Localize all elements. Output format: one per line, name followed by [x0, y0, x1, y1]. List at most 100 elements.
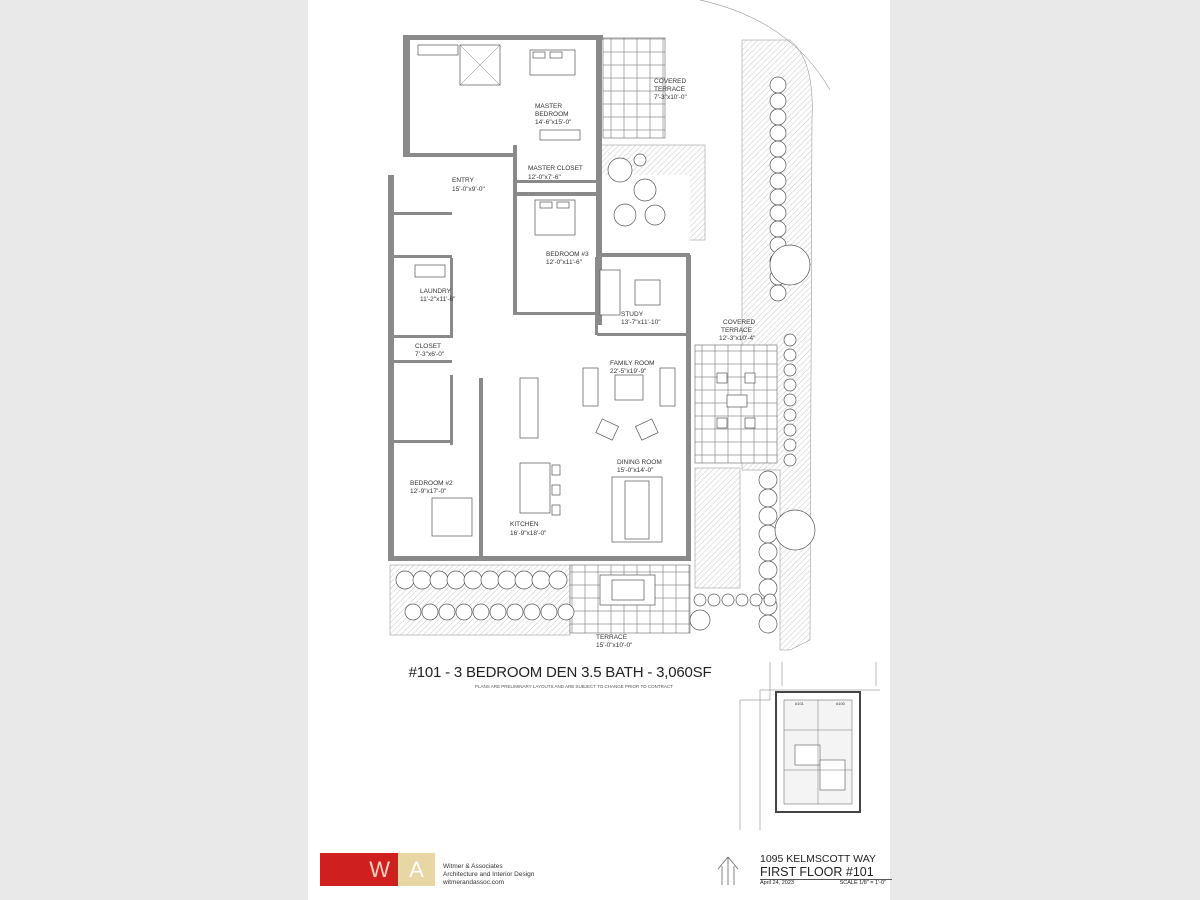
firm-name: Witmer & Associates [443, 863, 503, 870]
room-label: MASTER CLOSET [528, 165, 583, 172]
trees [395, 76, 816, 634]
tree-symbol [463, 570, 483, 590]
garden-bed-right [694, 467, 741, 589]
svg-text:13'-7"x11'-10": 13'-7"x11'-10" [621, 319, 661, 326]
tree-symbol [721, 593, 735, 607]
tree-symbol [783, 378, 797, 392]
tree-symbol [769, 76, 787, 94]
tree-symbol [783, 408, 797, 422]
svg-text:BEDROOM: BEDROOM [535, 111, 569, 118]
tree-symbol [514, 570, 534, 590]
svg-text:TERRACE: TERRACE [721, 327, 753, 334]
tree-symbol [769, 156, 787, 174]
logo-a: A [398, 853, 435, 886]
svg-text:#100: #100 [836, 701, 846, 706]
tree-symbol [455, 603, 473, 621]
terrace-label: TERRACE [596, 634, 628, 641]
title-block: 1095 KELMSCOTT WAY FIRST FLOOR #101 Apri… [760, 853, 892, 886]
svg-text:14'-6"x15'-0": 14'-6"x15'-0" [535, 119, 572, 126]
tree-symbol [446, 570, 466, 590]
svg-text:15'-0"x10'-0": 15'-0"x10'-0" [596, 642, 633, 649]
tree-symbol [506, 603, 524, 621]
tree-symbol [758, 488, 778, 508]
svg-text:11'-2"x11'-6": 11'-2"x11'-6" [420, 296, 456, 303]
tree-symbol [412, 570, 432, 590]
room-label: FAMILY ROOM [610, 360, 655, 367]
tree-symbol [783, 423, 797, 437]
street-address: 1095 KELMSCOTT WAY [760, 853, 876, 865]
tree-symbol [480, 570, 500, 590]
tree-symbol [783, 333, 797, 347]
tree-symbol [769, 244, 811, 286]
svg-text:7'-3"x10'-0": 7'-3"x10'-0" [654, 94, 687, 101]
tree-symbol [735, 593, 749, 607]
tree-symbol [758, 524, 778, 544]
tree-symbol [421, 603, 439, 621]
tree-symbol [769, 220, 787, 238]
tree-symbol [758, 506, 778, 526]
north-arrow-icon [717, 856, 739, 885]
tree-symbol [763, 593, 777, 607]
plan-title: #101 - 3 BEDROOM DEN 3.5 BATH - 3,060SF [408, 664, 712, 681]
firm-tagline: Architecture and Interior Design [443, 871, 535, 878]
tree-symbol [633, 153, 647, 167]
tree-symbol [783, 393, 797, 407]
tree-symbol [644, 204, 666, 226]
room-label: CLOSET [415, 343, 441, 350]
property-arc [699, 0, 831, 91]
tree-symbol [523, 603, 541, 621]
tree-symbol [497, 570, 517, 590]
tree-symbol [689, 609, 711, 631]
room-label: BEDROOM #3 [546, 251, 589, 258]
svg-text:16'-9"x18'-0": 16'-9"x18'-0" [510, 530, 547, 537]
svg-text:12'-3"x10'-4": 12'-3"x10'-4" [719, 335, 756, 342]
tree-symbol [613, 203, 637, 227]
tree-symbol [783, 453, 797, 467]
tree-symbol [783, 363, 797, 377]
tree-symbol [749, 593, 763, 607]
plan-scale: SCALE 1/8" = 1'-0" [839, 880, 886, 886]
tree-symbol [633, 178, 657, 202]
tree-symbol [693, 593, 707, 607]
tree-symbol [404, 603, 422, 621]
svg-text:#101: #101 [795, 701, 805, 706]
tree-symbol [557, 603, 575, 621]
tree-symbol [395, 570, 415, 590]
room-label: MASTER [535, 103, 562, 110]
floor-unit: FIRST FLOOR #101 [760, 865, 892, 880]
terrace-label: COVERED [723, 319, 755, 326]
walls [388, 35, 691, 561]
svg-text:12'-0"x7'-6": 12'-0"x7'-6" [528, 174, 561, 181]
svg-text:12'-0"x11'-6": 12'-0"x11'-6" [546, 259, 583, 266]
tree-symbol [769, 140, 787, 158]
tree-symbol [783, 438, 797, 452]
tree-symbol [769, 124, 787, 142]
room-labels: MASTER BEDROOM 14'-6"x15'-0" MASTER CLOS… [410, 78, 756, 649]
tree-symbol [783, 348, 797, 362]
site-plan-inset: #101 #100 [739, 662, 880, 830]
svg-text:15'-0"x14'-0": 15'-0"x14'-0" [617, 467, 654, 474]
tree-symbol [607, 157, 633, 183]
tree-symbol [769, 108, 787, 126]
tree-symbol [707, 593, 721, 607]
terrace-label: COVERED [654, 78, 686, 85]
tree-symbol [769, 172, 787, 190]
furniture [414, 44, 756, 606]
plan-date: April 24, 2023 [760, 880, 794, 886]
tree-symbol [769, 284, 787, 302]
svg-text:TERRACE: TERRACE [654, 86, 686, 93]
tree-symbol [758, 542, 778, 562]
svg-text:7'-3"x6'-0": 7'-3"x6'-0" [415, 351, 445, 358]
tree-symbol [489, 603, 507, 621]
tree-symbol [769, 92, 787, 110]
firm-info: Witmer & Associates Architecture and Int… [443, 863, 534, 887]
svg-text:22'-5"x19'-9": 22'-5"x19'-9" [610, 368, 647, 375]
tree-symbol [548, 570, 568, 590]
firm-website[interactable]: witmerandassoc.com [443, 879, 505, 886]
plan-disclaimer: PLANS ARE PRELIMINARY LAYOUTS AND ARE SU… [475, 684, 673, 689]
tree-symbol [472, 603, 490, 621]
tree-symbol [774, 509, 816, 551]
room-label: BEDROOM #2 [410, 480, 453, 487]
tree-symbol [438, 603, 456, 621]
tree-symbol [531, 570, 551, 590]
